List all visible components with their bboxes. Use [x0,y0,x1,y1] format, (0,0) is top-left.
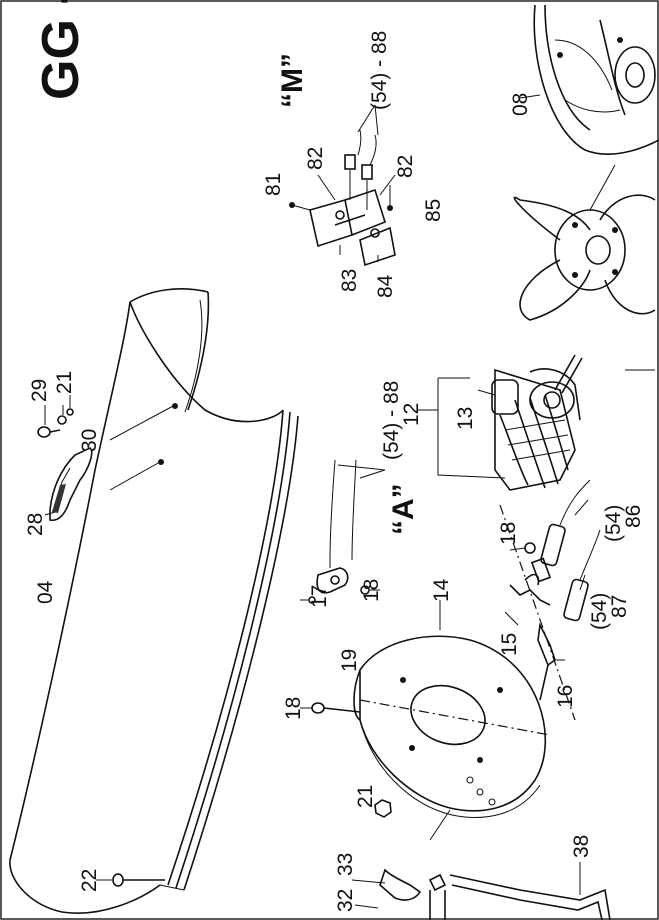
part-label-12: 12 [400,403,423,426]
electrode-assembly-m [309,129,396,267]
part-label-08: 08 [509,93,532,116]
part-label-87: 87 [608,595,631,618]
part-label-21: 21 [354,785,377,808]
leader-line [291,204,311,211]
hole [172,403,178,409]
part-label-21: 21 [53,371,76,394]
leader-line [429,809,451,841]
part-label-15: 15 [498,633,521,656]
leader-line [379,174,396,196]
leader-line [317,174,336,201]
screw-icon [37,408,74,438]
part-label-84: 84 [374,274,397,298]
leader-line [44,511,56,516]
ignition-assembly-a [308,459,370,604]
part-label-28: 28 [24,513,47,536]
leader-line [359,469,386,479]
part-label-85: 85 [422,199,445,222]
part-label-18: 18 [497,522,520,545]
part-label-17: 17 [308,585,331,608]
gas-pipe [379,868,611,920]
leader-line [109,461,161,491]
part-label-16: 16 [554,685,577,708]
flange-plate [353,635,547,818]
hole [158,459,164,465]
part-label-32: 32 [334,889,357,912]
screw-icon [311,702,361,714]
leader-line [337,464,386,471]
part-label-54-88-a: (54) - 88 [380,381,403,460]
screw-icon [112,873,165,887]
center-axis [359,699,551,736]
center-axis [499,504,576,721]
view-label-m: “M” [276,53,309,108]
part-label-13: 13 [454,407,477,430]
leader-line [109,404,176,441]
screw-head [387,205,393,211]
part-label-29: 29 [28,379,51,402]
leader-line [354,904,379,909]
leader-line [589,164,616,211]
leader-line [519,94,541,99]
leader-line [357,104,376,133]
part-label-54: (54) [588,593,611,630]
part-label-14: 14 [430,578,453,602]
burner-housing [533,4,659,155]
casing-cover [9,288,299,914]
part-label-81: 81 [262,173,285,196]
nut-icon [374,799,392,818]
part-label-54: (54) [602,505,625,542]
part-label-19: 19 [338,649,361,672]
ignition-electrodes [509,479,601,701]
part-label-33: 33 [334,853,357,876]
part-label-82: 82 [304,147,327,170]
part-label-04: 04 [34,580,57,604]
screw-head [289,202,295,208]
leader-line [574,499,589,516]
part-label-38: 38 [570,835,593,858]
leader-line [509,547,526,551]
part-label-82: 82 [394,155,417,178]
leader-line [351,879,386,884]
part-label-54-88-m: (54) - 88 [368,31,391,110]
part-label-30: 30 [78,429,101,452]
leader-line [374,104,379,136]
leader-line [579,574,586,591]
page-title: GG - [32,0,90,100]
motor-icon [491,354,583,491]
part-label-22: 22 [78,869,101,892]
fan-icon [513,194,656,321]
view-label-a: “A” [387,483,420,535]
handle-icon [49,447,93,522]
leader-line [477,389,496,396]
part-label-18: 18 [282,697,305,720]
leader-line [504,611,519,626]
part-label-18: 18 [360,579,383,602]
part-label-83: 83 [338,269,361,292]
part-label-86: 86 [622,505,645,528]
